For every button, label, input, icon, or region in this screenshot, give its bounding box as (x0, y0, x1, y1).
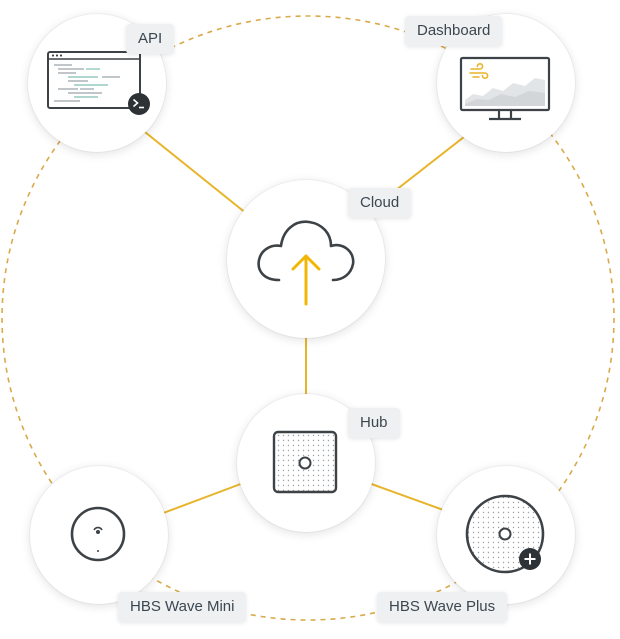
dashboard-label: Dashboard (405, 16, 503, 46)
wave-plus-node[interactable] (437, 466, 575, 604)
terminal-window-icon (47, 51, 150, 115)
wave-plus-sensor-icon (465, 494, 545, 574)
orbit-ring (1, 15, 615, 621)
cloud-label: Cloud (348, 188, 412, 218)
monitor-icon (459, 56, 551, 121)
wave-plus-label: HBS Wave Plus (377, 592, 508, 622)
wave-mini-sensor-icon (70, 506, 126, 562)
connector-api-cloud (129, 119, 263, 227)
hub-label: Hub (348, 408, 400, 438)
wave-mini-label: HBS Wave Mini (118, 592, 247, 622)
api-label: API (126, 24, 175, 54)
api-node[interactable] (28, 14, 166, 152)
hub-device-icon (272, 430, 338, 494)
cloud-upload-icon (257, 220, 355, 306)
connector-hub-mini (149, 481, 247, 519)
wave-mini-node[interactable] (30, 466, 168, 604)
